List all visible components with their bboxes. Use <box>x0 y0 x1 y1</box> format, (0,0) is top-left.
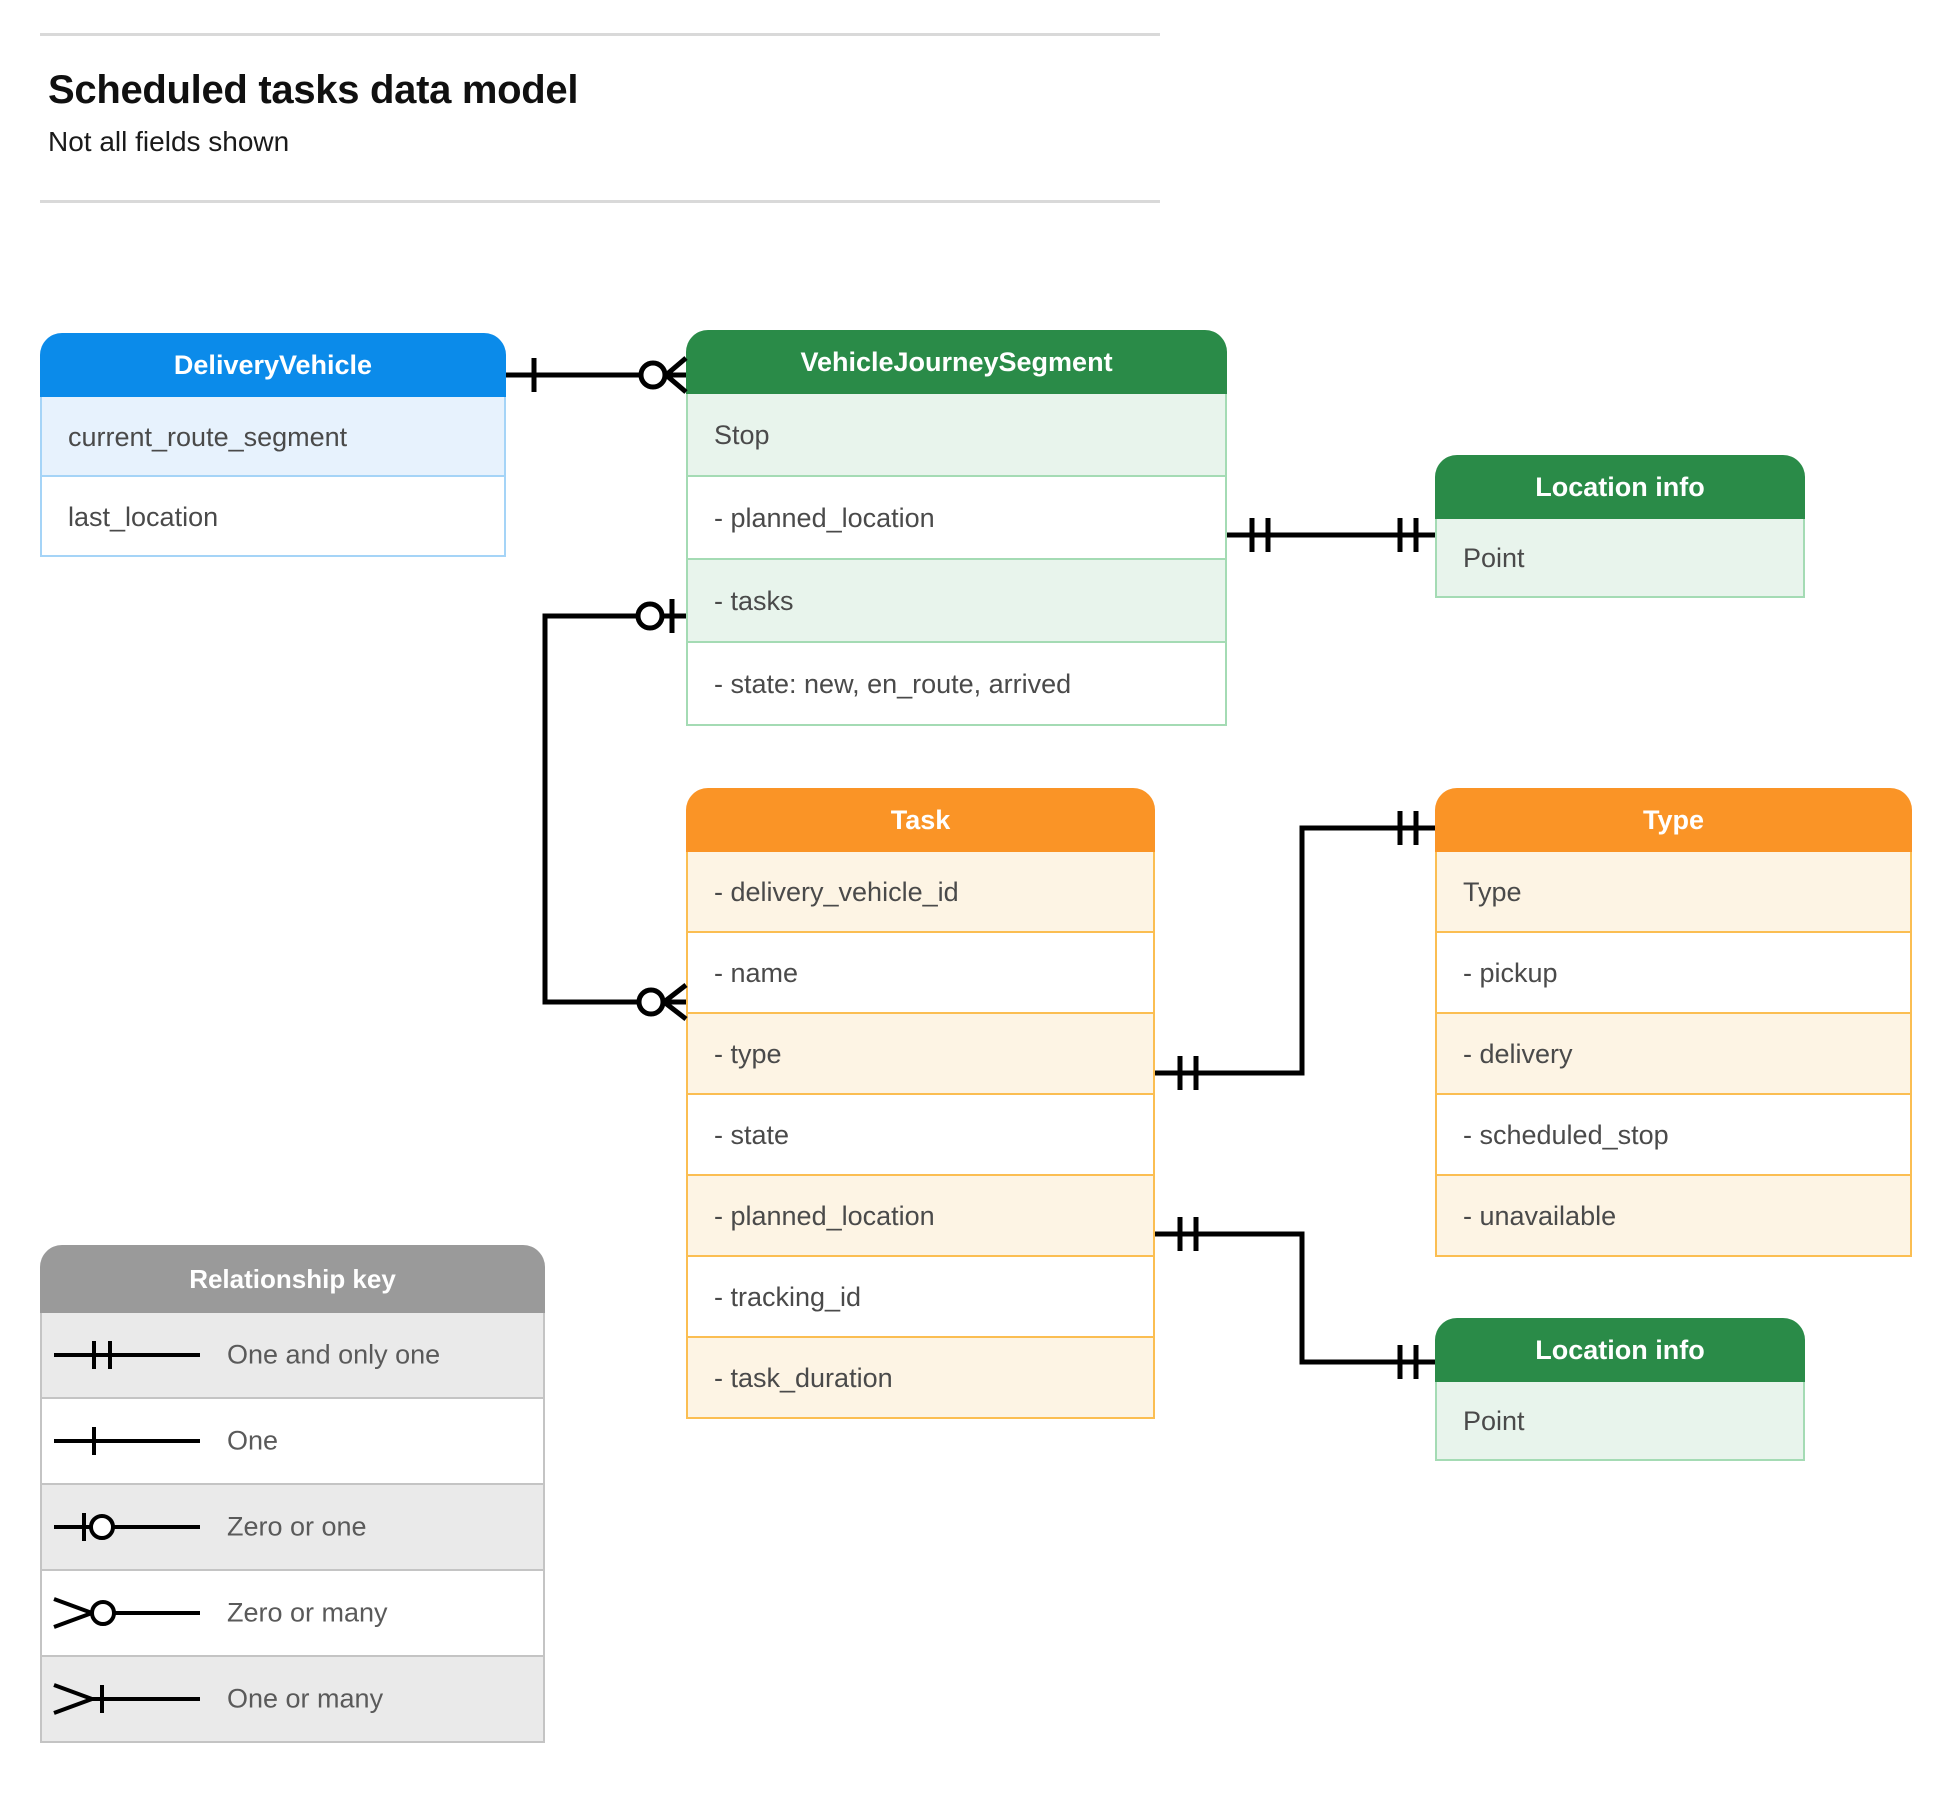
field-delivery-vehicle-id: - delivery_vehicle_id <box>686 852 1155 933</box>
connector-task-type-to-type <box>1155 825 1435 1076</box>
field-point-bottom: Point <box>1435 1382 1805 1461</box>
entity-header-task: Task <box>686 788 1155 852</box>
field-tracking-id: - tracking_id <box>686 1257 1155 1338</box>
legend-label: One <box>227 1425 279 1456</box>
one-and-only-one-icon <box>54 1341 200 1369</box>
marker-crow-top-segment <box>664 356 688 377</box>
zero-or-many-icon <box>53 1597 200 1629</box>
header-divider-bottom <box>40 200 1160 203</box>
page-subtitle: Not all fields shown <box>48 126 290 157</box>
legend-item-one-or-many: One or many <box>40 1657 545 1743</box>
field-name: - name <box>686 933 1155 1014</box>
entity-task[interactable]: Task - delivery_vehicle_id - name - type… <box>686 788 1155 1419</box>
entity-type[interactable]: Type Type - pickup - delivery - schedule… <box>1435 788 1912 1257</box>
field-state: - state: new, en_route, arrived <box>686 643 1227 726</box>
legend-item-zero-or-one: Zero or one <box>40 1485 545 1571</box>
field-task-duration: - task_duration <box>686 1338 1155 1419</box>
marker-zero-circle-segment <box>638 360 668 390</box>
entity-vehicle-journey-segment[interactable]: VehicleJourneySegment Stop - planned_loc… <box>686 330 1227 726</box>
legend-item-one-and-only-one: One and only one <box>40 1313 545 1399</box>
entity-header-location-info-top: Location info <box>1435 455 1805 519</box>
zero-or-one-icon <box>54 1513 200 1541</box>
legend-item-one: One <box>40 1399 545 1485</box>
legend-label: One or many <box>227 1683 384 1714</box>
marker-zero-circle-task <box>636 987 666 1017</box>
entity-header-delivery-vehicle: DeliveryVehicle <box>40 333 506 397</box>
field-current-route-segment: current_route_segment <box>40 397 506 477</box>
legend-label: Zero or one <box>227 1511 367 1542</box>
legend-label: One and only one <box>227 1339 441 1370</box>
field-type: - type <box>686 1014 1155 1095</box>
header-divider-top <box>40 33 1160 36</box>
marker-crow-bot-task <box>662 1000 688 1021</box>
entity-header-vehicle-journey-segment: VehicleJourneySegment <box>686 330 1227 394</box>
legend-title: Relationship key <box>40 1245 545 1313</box>
field-type-scheduled-stop: - scheduled_stop <box>1435 1095 1912 1176</box>
connector-tasks-to-task <box>542 613 686 1005</box>
field-task-planned-location: - planned_location <box>686 1176 1155 1257</box>
field-type-unavailable: - unavailable <box>1435 1176 1912 1257</box>
entity-header-location-info-bottom: Location info <box>1435 1318 1805 1382</box>
marker-crow-top-task <box>662 983 688 1004</box>
field-planned-location: - planned_location <box>686 477 1227 560</box>
legend-item-zero-or-many: Zero or many <box>40 1571 545 1657</box>
entity-location-info-bottom[interactable]: Location info Point <box>1435 1318 1805 1461</box>
field-task-state: - state <box>686 1095 1155 1176</box>
field-tasks: - tasks <box>686 560 1227 643</box>
one-or-many-icon <box>53 1683 200 1715</box>
field-stop: Stop <box>686 394 1227 477</box>
entity-header-type: Type <box>1435 788 1912 852</box>
field-type-pickup: - pickup <box>1435 933 1912 1014</box>
entity-delivery-vehicle[interactable]: DeliveryVehicle current_route_segment la… <box>40 333 506 557</box>
field-last-location: last_location <box>40 477 506 557</box>
legend-relationship-key: Relationship key One and only one One Ze <box>40 1245 545 1743</box>
marker-crow-bot-segment <box>664 373 688 394</box>
entity-location-info-top[interactable]: Location info Point <box>1435 455 1805 598</box>
field-type-delivery: - delivery <box>1435 1014 1912 1095</box>
field-type-label: Type <box>1435 852 1912 933</box>
field-point-top: Point <box>1435 519 1805 598</box>
connector-task-location-to-location-bottom <box>1155 1231 1435 1365</box>
legend-label: Zero or many <box>227 1597 388 1628</box>
one-icon <box>54 1427 200 1455</box>
marker-zero-circle-tasks <box>635 601 665 631</box>
page-title: Scheduled tasks data model <box>48 68 579 112</box>
